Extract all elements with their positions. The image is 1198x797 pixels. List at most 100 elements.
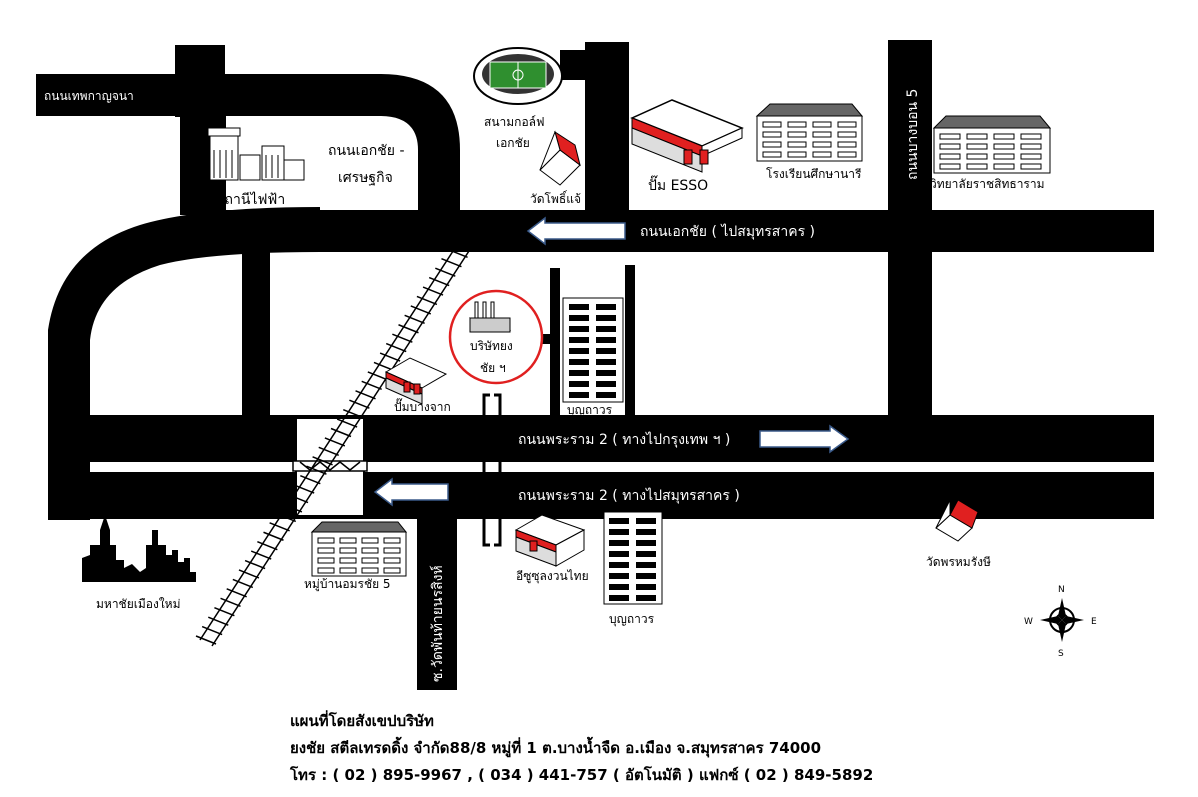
building-icon-college [932,115,1052,174]
label-pump-bang-chak: ปั๊มบางจาก [394,398,451,414]
building-window [837,141,857,148]
building-window [596,326,616,332]
label-ekkachai-setthakit-2: เศรษฐกิจ [338,170,393,186]
label-rama2-bangkok: ถนนพระราม 2 ( ทางไปกรุงเทพ ฯ ) [518,431,730,448]
label-school: โรงเรียนศึกษานารี [766,167,862,181]
label-golf-1: สนามกอล์ฟ [484,115,545,129]
building-window [812,141,832,148]
building-window [636,595,656,601]
building-window [317,557,335,564]
building-window [596,359,616,365]
gas-station-icon-bang-chak [384,357,448,405]
railway-tie [275,512,297,523]
label-wat-phrom: วัดพรหมรังษี [926,555,991,569]
label-esso: ปั๊ม ESSO [648,175,708,194]
label-boon-thavorn-2: บุญถาวร [609,612,655,627]
railway-tie [367,371,389,381]
railway-tie [269,522,290,532]
road-golf-stub [560,50,590,80]
railway-tie [195,635,217,645]
building-icon-boon-thavorn-2 [603,511,663,605]
building-window [1020,133,1042,140]
building-window [609,518,629,524]
building-window [939,133,961,140]
railway-tie [336,418,358,428]
building-window [569,304,589,310]
building-window [596,315,616,321]
railway-tie [410,305,432,315]
building-window [609,551,629,557]
railway-tie [250,550,272,560]
railway-tie [207,616,229,626]
railway-tie [361,380,382,391]
building-window [636,529,656,535]
railway-tie [385,342,407,353]
company-info-footer: แผนที่โดยสังเขปบริษัท ยงชัย สตีลเทรดดิ้ง… [290,708,1190,789]
building-window [361,547,379,554]
building-window [787,121,807,128]
railway-tie [244,559,266,570]
building-window [812,131,832,138]
railway-tie [300,474,321,485]
building-window [787,131,807,138]
road-big-curve [48,207,320,520]
road-soi-wat-phan-thai [417,518,457,690]
building-window [939,153,961,160]
railway-tie [355,390,376,400]
building-window [762,121,782,128]
road-golf-vertical [585,42,629,214]
temple-icon-wat-pho-chae [539,130,581,186]
building-window [966,153,988,160]
building-window [361,537,379,544]
substation-icon [207,127,305,181]
building-window [966,163,988,170]
building-window [762,141,782,148]
building-window [596,370,616,376]
building-window [361,557,379,564]
label-rama2-samut-sakhon: ถนนพระราม 2 ( ทางไปสมุทรสาคร ) [518,487,740,504]
building-window [993,143,1015,150]
building-window [383,537,401,544]
building-window [609,562,629,568]
building-window [939,163,961,170]
building-window [837,131,857,138]
building-window [636,573,656,579]
building-window [596,381,616,387]
label-ekkachai-setthakit-1: ถนนเอกชัย - [328,143,405,159]
label-company-1: บริษัทยง [470,339,513,353]
showroom-icon-isuzu [514,514,586,567]
building-window [837,151,857,158]
railway-tie [201,625,223,636]
label-isuzu: อีซูซุลงวนไทย [516,569,589,584]
building-window [569,326,589,332]
building-window [1020,143,1042,150]
railway-tie [398,324,419,334]
railway-tie [312,456,333,466]
road-bracket-right [494,393,502,547]
railway-tie [293,484,315,494]
building-window [1020,163,1042,170]
building-window [383,557,401,564]
footer-address: ยงชัย สตีลเทรดดิ้ง จำกัด88/8 หมู่ที่ 1 ต… [290,739,822,757]
golf-course-icon [473,47,563,105]
road-left-vertical-top [175,45,225,117]
building-window [636,551,656,557]
arrow-rama2-east [759,424,850,454]
building-window [569,337,589,343]
compass-s-label: S [1058,649,1064,659]
building-window [762,151,782,158]
building-window [636,518,656,524]
building-window [596,392,616,398]
railway-tie [263,531,284,541]
building-window [339,557,357,564]
footer-phone: โทร : ( 02 ) 895-9967 , ( 034 ) 441-757 … [290,766,874,784]
railway-tie [392,333,413,343]
label-college: วิทยาลัยราชสิทธาราม [930,177,1045,191]
building-window [317,537,335,544]
railway-track [195,220,487,647]
building-window [787,141,807,148]
label-wat-pho-chae: วัดโพธิ์แจ้ [530,190,581,206]
railway-tie [324,437,346,447]
building-window [837,121,857,128]
